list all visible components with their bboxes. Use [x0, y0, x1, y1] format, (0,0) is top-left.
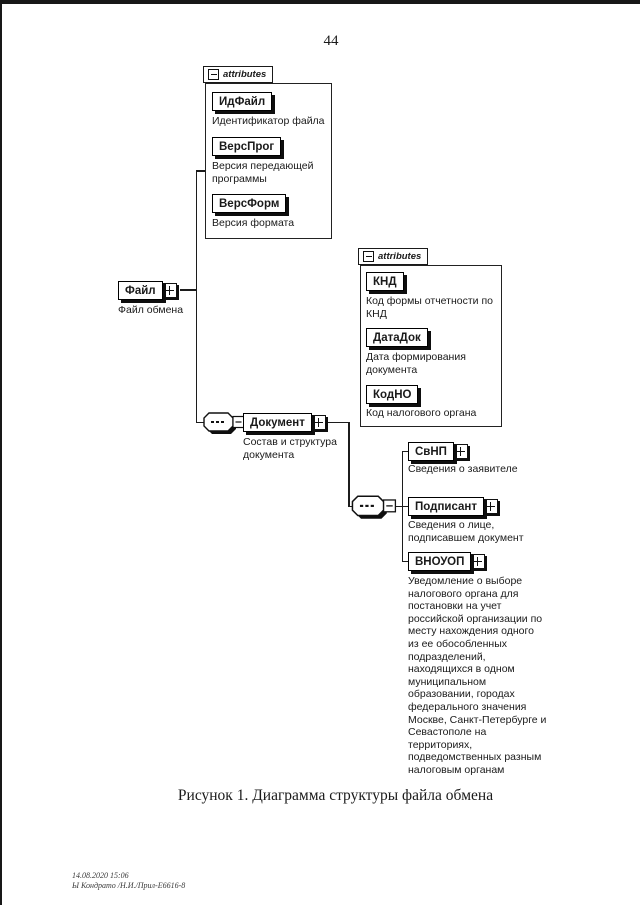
scan-border-top: [0, 0, 640, 4]
expand-children-icon: [482, 499, 498, 514]
attribute-box-kodno: КодНО: [366, 385, 419, 404]
element-box-vnouop: ВНОУОП: [408, 552, 472, 571]
footer-timestamp: 14.08.2020 15:06: [72, 871, 129, 880]
attributes-tab-label: attributes: [223, 69, 267, 80]
element-annotation-file: Файл обмена: [118, 304, 184, 316]
attribute-annotation: Код налогового органа: [366, 407, 477, 419]
file-attributes-panel: [205, 83, 332, 239]
print-footer: 14.08.2020 15:06 Ы Кондрато /Н.И./Прил-Е…: [72, 871, 185, 890]
element-annotation-document: Состав и структура документа: [243, 436, 337, 461]
attribute-box-idfile: ИдФайл: [212, 92, 273, 111]
attribute-box-knd: КНД: [366, 272, 404, 291]
element-box-podpisant: Подписант: [408, 497, 484, 516]
attribute-annotation: Идентификатор файла: [212, 115, 325, 127]
connector-line: [402, 560, 408, 562]
element-box-svnp: СвНП: [408, 442, 454, 461]
expand-children-icon: [161, 283, 177, 298]
element-annotation-podpisant: Сведения о лице, подписавшем документ: [408, 519, 524, 544]
element-podpisant: Подписант: [408, 497, 498, 516]
attribute-annotation: Версия передающей программы: [212, 160, 314, 185]
document-attributes-tab: attributes: [358, 248, 429, 265]
element-box-file: Файл: [118, 281, 163, 300]
sequence-icon: [351, 495, 397, 519]
element-svnp: СвНП: [408, 442, 468, 461]
expand-children-icon: [310, 415, 326, 430]
connector-line: [197, 170, 206, 172]
scan-border-left: [0, 0, 2, 905]
element-document: Документ: [243, 413, 326, 432]
page-number: 44: [323, 33, 339, 49]
attribute-annotation: Версия формата: [212, 217, 295, 229]
connector-line: [396, 505, 403, 507]
connector-line: [195, 170, 197, 423]
connector-line: [349, 505, 354, 507]
connector-line: [180, 289, 197, 291]
expand-children-icon: [470, 554, 486, 569]
element-box-document: Документ: [243, 413, 312, 432]
footer-docref: Ы Кондрато /Н.И./Прил-Е6616-8: [72, 880, 186, 890]
element-file: Файл: [118, 281, 177, 300]
attribute-annotation: Код формы отчетности по КНД: [366, 295, 493, 320]
element-annotation-svnp: Сведения о заявителе: [408, 463, 518, 475]
collapse-minus-icon: [208, 69, 219, 80]
sequence-icon: [203, 412, 245, 434]
connector-line: [402, 450, 408, 452]
expand-children-icon: [452, 444, 468, 459]
figure-caption: Рисунок 1. Диаграмма структуры файла обм…: [177, 787, 494, 804]
element-vnouop: ВНОУОП: [408, 552, 486, 571]
document-attributes-panel: [360, 265, 502, 427]
attributes-tab-label: attributes: [378, 251, 422, 262]
connector-line: [322, 421, 349, 423]
connector-line: [197, 421, 205, 423]
collapse-minus-icon: [363, 251, 374, 262]
attribute-annotation: Дата формирования документа: [366, 351, 466, 376]
connector-line: [402, 505, 408, 507]
connector-line: [348, 422, 350, 507]
attribute-box-versform: ВерсФорм: [212, 194, 287, 213]
attribute-box-versprog: ВерсПрог: [212, 137, 282, 156]
file-attributes-tab: attributes: [203, 66, 274, 83]
element-annotation-vnouop: Уведомление о выборе налогового органа д…: [408, 575, 547, 776]
attribute-box-datadok: ДатаДок: [366, 328, 428, 347]
